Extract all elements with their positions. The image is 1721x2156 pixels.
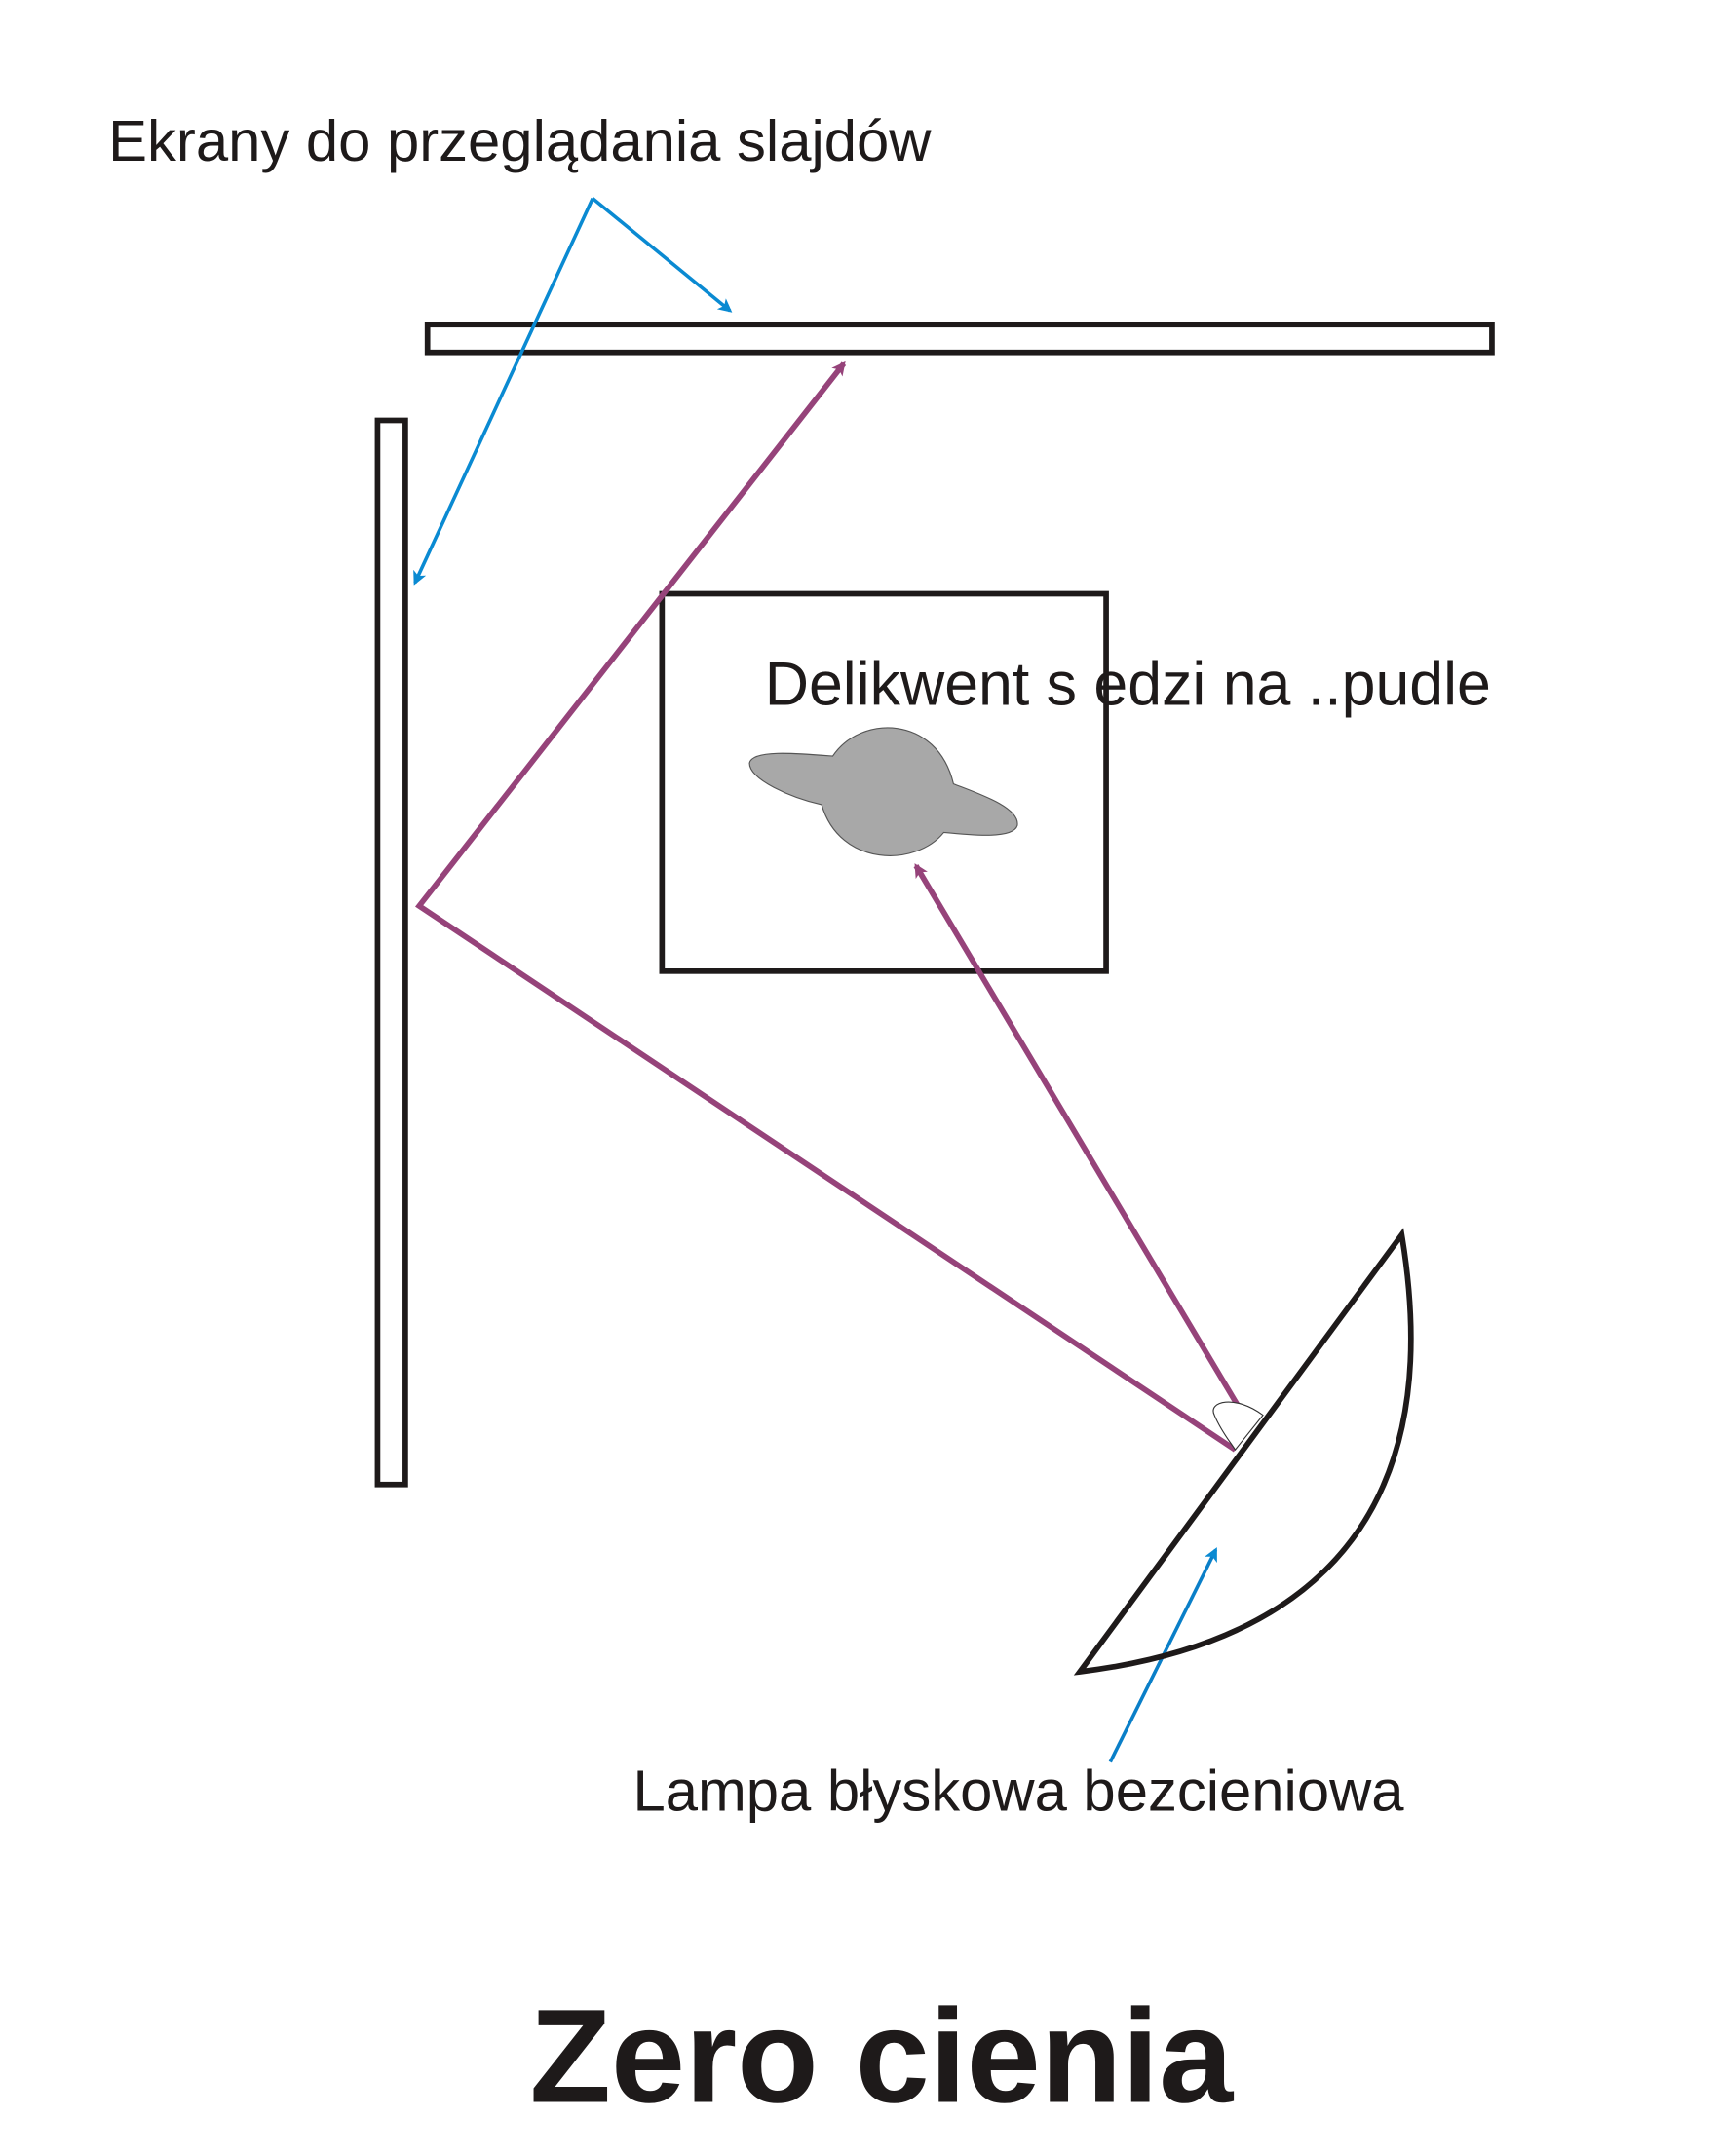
bounced-ray (415, 360, 1238, 1453)
flash-lamp (1073, 1228, 1414, 1676)
subject-label: Delikwent s edzi na ..pudle (765, 650, 1491, 718)
top-screen (424, 322, 1495, 356)
light-rays (415, 360, 1243, 1453)
box (659, 590, 1109, 974)
subject-blob (748, 727, 1018, 856)
diagram-title: Zero cienia (529, 1981, 1234, 2130)
pointer-arrow-left (413, 197, 594, 586)
pointer-arrow-top (592, 197, 733, 313)
lamp-label: Lampa błyskowa bezcieniowa (632, 1758, 1404, 1823)
left-screen (374, 417, 408, 1488)
screens-label: Ekrany do przeglądania slajdów (108, 108, 932, 173)
direct-ray (913, 863, 1243, 1410)
flash-bulb (1212, 1401, 1264, 1452)
